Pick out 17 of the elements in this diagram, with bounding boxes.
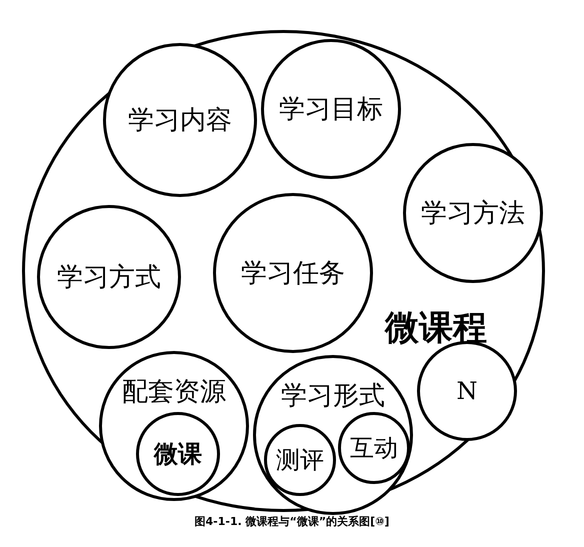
circle-label: 微课 — [154, 439, 202, 470]
circle-label: 互动 — [350, 433, 398, 464]
circle-label: N — [456, 377, 478, 405]
circle-label: 测评 — [276, 445, 324, 476]
set-circle — [264, 424, 336, 496]
circle-label: 学习形式 — [281, 380, 385, 413]
circle-label: 学习目标 — [279, 94, 383, 126]
set-circle — [338, 412, 410, 484]
figure-caption: 图4-1-1. 微课程与“微课”的关系图[⑩] — [194, 515, 390, 528]
set-circle — [22, 30, 545, 512]
circle-label: 学习任务 — [241, 258, 345, 290]
circle-label: 学习内容 — [128, 104, 232, 138]
circle-label: 配套资源 — [122, 376, 226, 409]
circle-label: 微课程 — [385, 307, 487, 350]
circle-label: 学习方式 — [57, 262, 161, 294]
circle-label: 学习方法 — [421, 198, 525, 230]
set-circle — [136, 412, 220, 496]
